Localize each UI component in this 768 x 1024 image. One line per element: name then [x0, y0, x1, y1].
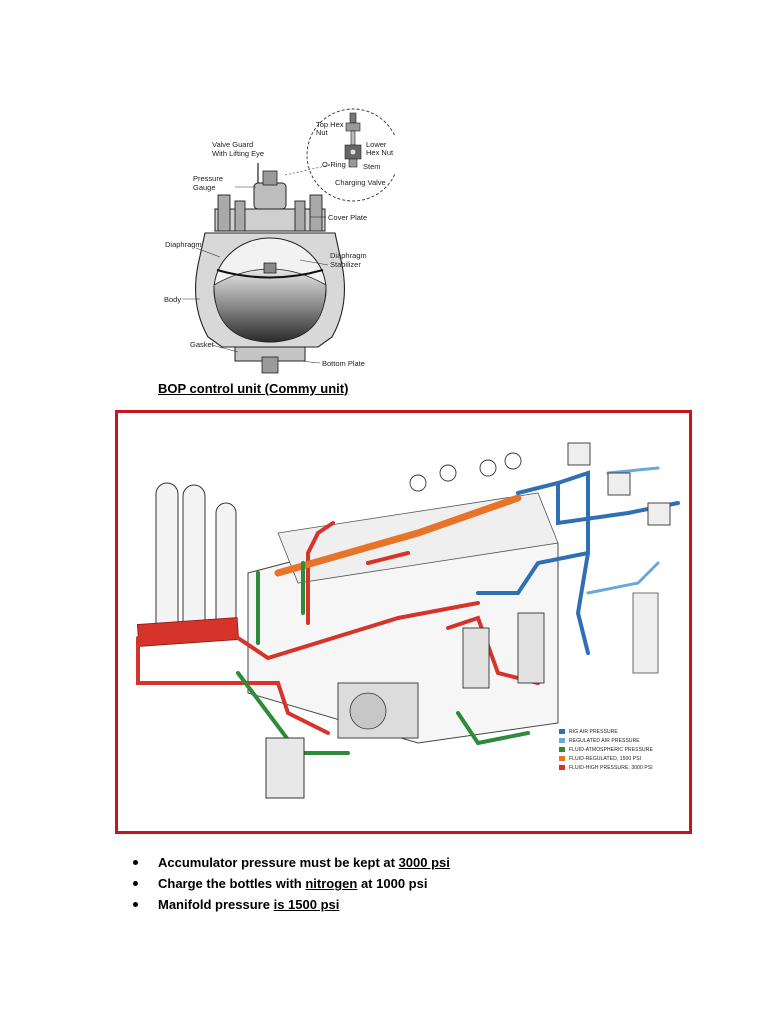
label-body: Body — [164, 295, 181, 304]
figure-caption: BOP control unit (Commy unit) — [158, 381, 349, 396]
piping-schematic — [136, 442, 680, 799]
bullet-dot — [133, 860, 138, 865]
bop-control-unit-schematic: Rig air pressure Regulated air pressure … — [115, 410, 692, 834]
label-gasket: Gasket — [190, 340, 215, 349]
accumulator-bottles — [155, 482, 237, 634]
pressure-legend: Rig air pressure Regulated air pressure … — [559, 727, 687, 772]
legend-item: Fluid-regulated, 1500 psi — [559, 754, 687, 763]
legend-item: Regulated air pressure — [559, 736, 687, 745]
bullet-dot — [133, 881, 138, 886]
bullet-manifold-pressure: Manifold pressure is 1500 psi — [133, 894, 450, 915]
legend-swatch — [559, 756, 565, 761]
label-bottom-plate: Bottom Plate — [322, 359, 365, 368]
gauges — [409, 452, 522, 492]
bullet-dot — [133, 902, 138, 907]
legend-item: Fluid-atmospheric pressure — [559, 745, 687, 754]
legend-swatch — [559, 738, 565, 743]
key-points-list: Accumulator pressure must be kept at 300… — [133, 852, 450, 915]
label-charging-valve: Charging Valve — [335, 178, 386, 187]
bullet-accumulator-pressure: Accumulator pressure must be kept at 300… — [133, 852, 450, 873]
legend-swatch — [559, 747, 565, 752]
pump-units — [462, 612, 545, 689]
charging-valve-detail — [344, 112, 362, 168]
bullet-nitrogen-charge: Charge the bottles with nitrogen at 1000… — [133, 873, 450, 894]
label-diaphragm: Diaphragm — [165, 240, 202, 249]
label-o-ring: O-Ring — [322, 160, 346, 169]
legend-item: Rig air pressure — [559, 727, 687, 736]
air-operated-valves — [567, 442, 671, 526]
electric-pump-and-panel — [265, 682, 419, 799]
legend-swatch — [559, 765, 565, 770]
legend-swatch — [559, 729, 565, 734]
legend-item: Fluid-high pressure, 3000 psi — [559, 763, 687, 772]
label-stem: Stem — [363, 162, 381, 171]
label-cover-plate: Cover Plate — [328, 213, 367, 222]
